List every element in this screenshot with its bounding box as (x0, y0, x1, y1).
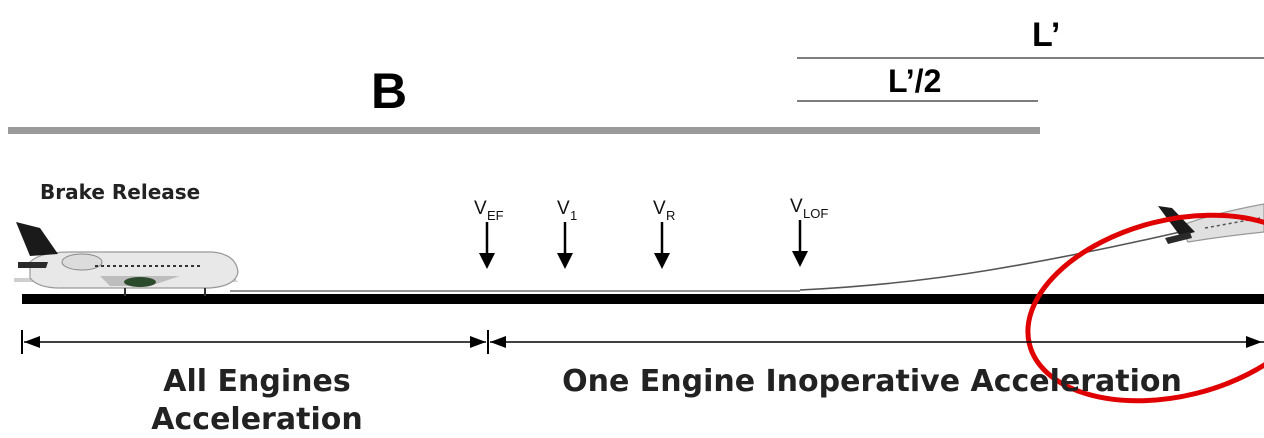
highlight-ellipse (1025, 212, 1264, 404)
vlof-sub: LOF (803, 206, 828, 221)
l-half-label: L’/2 (888, 63, 941, 99)
all-engines-label-line1: All Engines (163, 364, 350, 399)
v1-v: V (557, 198, 570, 219)
speed-marker-v1: V 1 (557, 198, 577, 269)
speed-marker-vef: V EF (474, 198, 504, 269)
all-engines-label-line2: Acceleration (151, 402, 362, 437)
aircraft-airborne-icon (1158, 203, 1264, 244)
vef-sub: EF (487, 208, 504, 223)
all-engines-dimension (21, 330, 489, 354)
v1-sub: 1 (570, 208, 577, 223)
climb-path (799, 231, 1181, 291)
vr-v: V (653, 198, 666, 219)
b-label: B (371, 63, 407, 119)
one-engine-dimension (490, 336, 1264, 348)
speed-marker-vr: V R (653, 198, 675, 269)
l-prime-label: L’ (1032, 16, 1060, 54)
brake-release-label: Brake Release (40, 180, 200, 204)
aircraft-ground-icon (14, 222, 239, 296)
vef-v: V (474, 198, 487, 219)
one-engine-label: One Engine Inoperative Acceleration (562, 364, 1182, 399)
runway (22, 294, 1264, 304)
b-gray-bar (8, 127, 1040, 134)
vlof-v: V (790, 196, 803, 217)
speed-marker-vlof: V LOF (790, 196, 828, 267)
vr-sub: R (666, 208, 675, 223)
